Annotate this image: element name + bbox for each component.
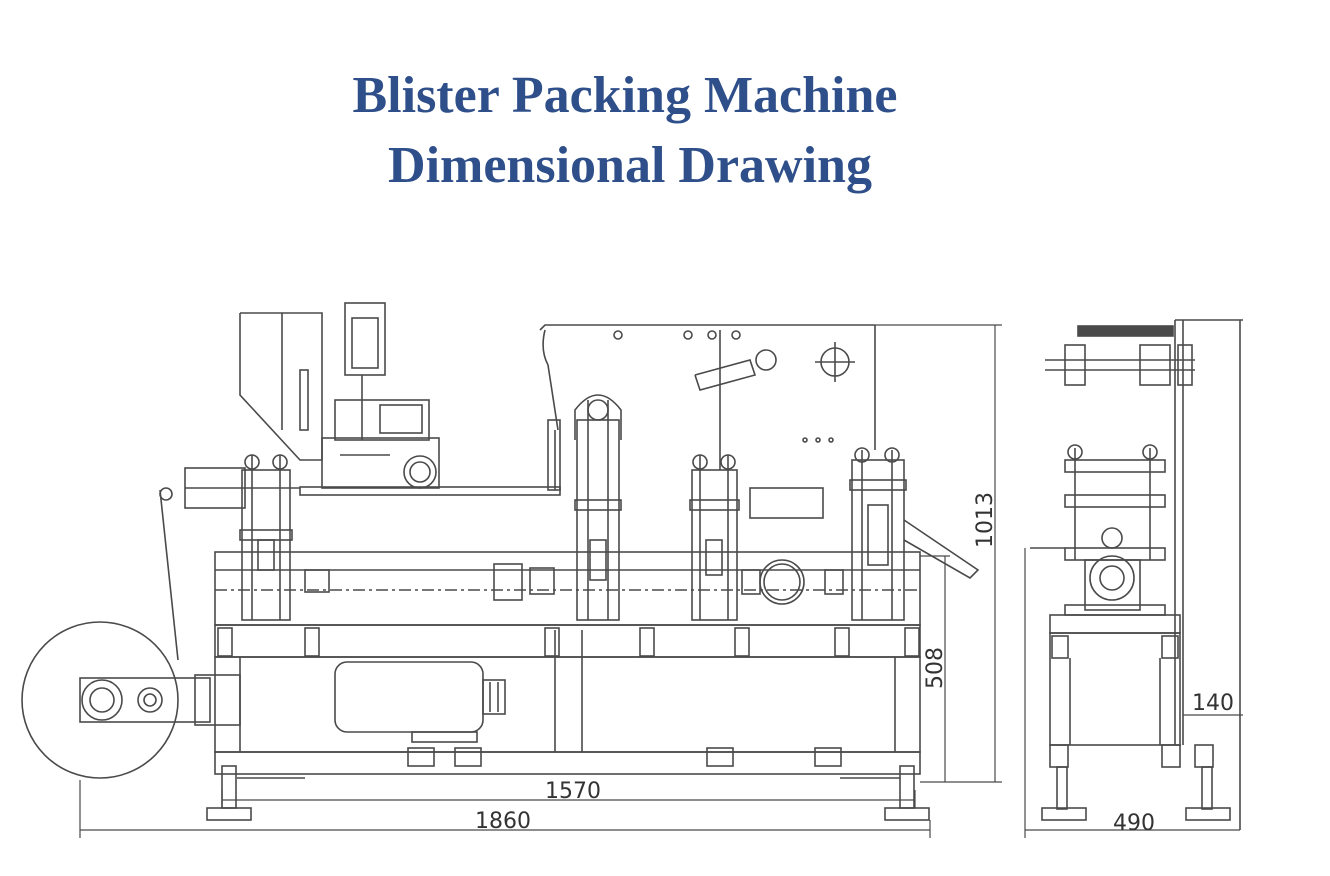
station-1 <box>239 454 330 621</box>
legs <box>206 765 930 821</box>
motor <box>334 661 506 743</box>
dim-side-offset: 140 <box>1192 691 1234 716</box>
dim-height: 1013 <box>973 492 998 548</box>
front-view <box>21 302 1002 838</box>
side-view <box>1024 319 1243 838</box>
dim-width: 490 <box>1113 811 1155 836</box>
drawing-title-line1: Blister Packing Machine <box>352 67 898 124</box>
station-3 <box>689 454 805 621</box>
top-unit <box>321 302 440 489</box>
drawing-title-line2: Dimensional Drawing <box>388 137 872 194</box>
front-dimension-lines <box>79 324 1002 838</box>
dim-inner-length: 1570 <box>545 779 601 804</box>
base-frame <box>194 624 921 775</box>
upper-body <box>184 467 921 626</box>
dim-frame-height: 508 <box>923 647 948 689</box>
station-4 <box>749 447 980 621</box>
dim-overall-length: 1860 <box>475 809 531 834</box>
film-reel <box>21 487 211 779</box>
hopper <box>239 312 323 461</box>
side-dimension-lines <box>1024 548 1243 838</box>
web-guide <box>539 324 876 491</box>
station-2 <box>493 394 622 621</box>
